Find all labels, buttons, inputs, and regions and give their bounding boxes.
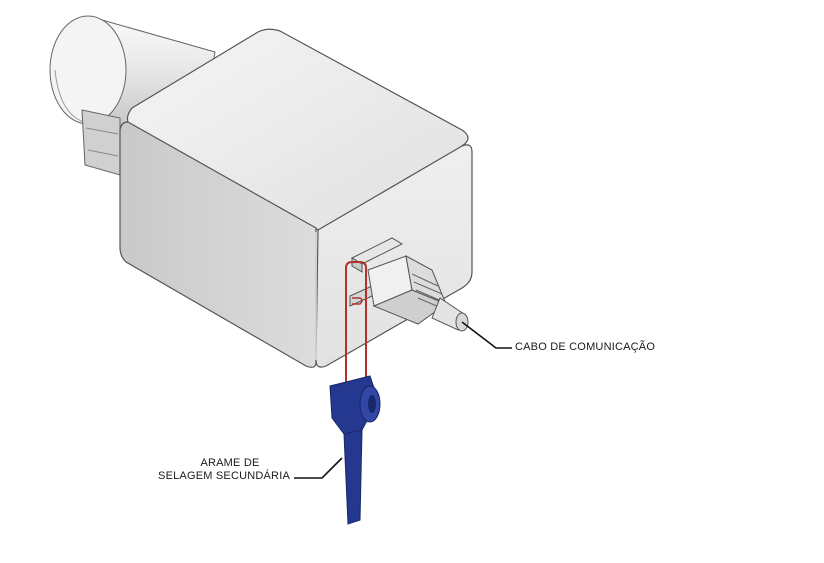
seal-wire-label: ARAME DE SELAGEM SECUNDÁRIA — [140, 457, 290, 483]
cable-label: CABO DE COMUNICAÇÃO — [515, 341, 656, 353]
leader-line-seal-wire — [294, 457, 343, 479]
rear-cylinder — [49, 15, 216, 141]
seal-wire-label-line2: SELAGEM SECUNDÁRIA — [158, 470, 290, 482]
seal-wire-label-line1: ARAME DE — [200, 457, 260, 469]
housing-left-face — [119, 121, 317, 368]
seal-wire — [345, 261, 367, 392]
cable-connector — [367, 255, 469, 332]
leader-line-cable — [461, 321, 512, 349]
housing-front-face — [315, 144, 473, 368]
seal-tag — [329, 375, 381, 525]
side-flange — [81, 109, 121, 176]
